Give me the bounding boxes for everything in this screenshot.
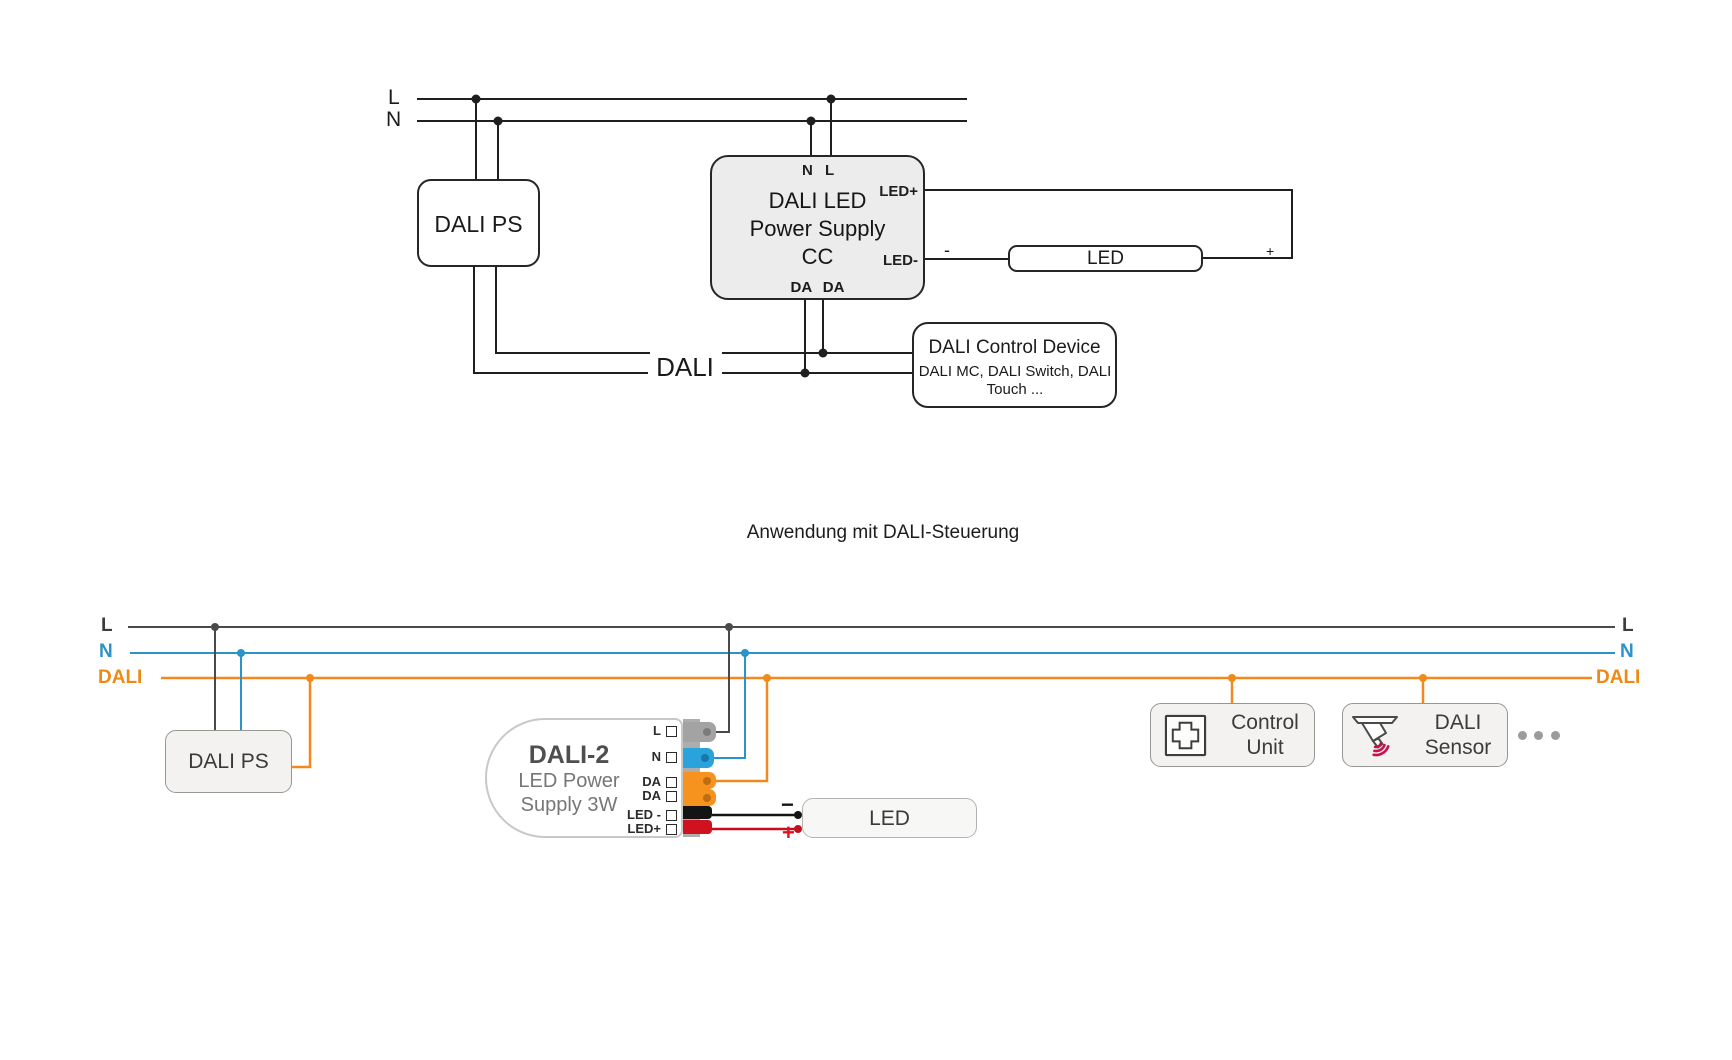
terminal-square-icon bbox=[666, 823, 677, 835]
top-dali-bus-lower-left bbox=[473, 267, 648, 374]
bottom-led-box: LED bbox=[802, 798, 977, 838]
clamp-da-2 bbox=[683, 789, 716, 806]
top-control-device-box: DALI Control Device DALI MC, DALI Switch… bbox=[912, 322, 1117, 408]
device-terminal-l-label: L bbox=[653, 723, 661, 738]
control-unit-label-line2: Unit bbox=[1246, 736, 1284, 759]
bottom-dali-ps-box: DALI PS bbox=[165, 730, 292, 793]
cross-square-icon bbox=[1163, 713, 1208, 758]
bottom-dali-label-right: DALI bbox=[1596, 667, 1641, 688]
psu-terminal-da-pair: DA DA bbox=[790, 279, 845, 296]
psu-terminal-led-plus: LED+ bbox=[879, 183, 918, 200]
bottom-minus-sign: − bbox=[781, 792, 794, 817]
terminal-square-icon bbox=[666, 725, 677, 737]
control-unit-label-line1: Control bbox=[1231, 711, 1299, 734]
clamp-led-minus bbox=[683, 806, 712, 819]
top-led-box: LED bbox=[1008, 245, 1203, 272]
bottom-led-label: LED bbox=[869, 807, 910, 830]
device-terminal-da1-label: DA bbox=[642, 774, 661, 789]
terminal-square-icon bbox=[666, 776, 677, 788]
top-led-label: LED bbox=[1087, 248, 1124, 269]
top-plus-sign: + bbox=[1266, 243, 1275, 259]
control-device-subtitle: DALI MC, DALI Switch, DALI Touch ... bbox=[918, 363, 1112, 398]
device-terminal-led-plus: LED+ bbox=[627, 822, 677, 836]
device-subtitle-line2: Supply 3W bbox=[520, 794, 618, 816]
terminal-square-icon bbox=[666, 790, 677, 802]
clamp-led-plus bbox=[683, 820, 712, 834]
bottom-dali-label-left: DALI bbox=[98, 667, 143, 688]
top-psu-box: N L DALI LED Power Supply CC LED+ LED- D… bbox=[710, 155, 925, 300]
bottom-n-label-left: N bbox=[99, 641, 113, 662]
device-terminal-led-minus: LED - bbox=[627, 808, 677, 822]
bottom-l-label-right: L bbox=[1622, 615, 1634, 636]
psu-terminal-l: L bbox=[825, 162, 835, 179]
dali2-device-body: DALI-2 LED Power Supply 3W bbox=[485, 718, 683, 838]
device-dali-wire bbox=[716, 678, 769, 783]
top-dali-ps-box: DALI PS bbox=[417, 179, 540, 267]
top-l-rail-label: L bbox=[388, 86, 400, 109]
control-device-title: DALI Control Device bbox=[928, 337, 1101, 358]
ceiling-sensor-icon bbox=[1351, 710, 1403, 760]
bottom-dali-ps-label: DALI PS bbox=[188, 750, 269, 773]
clamp-n bbox=[683, 748, 714, 768]
psu-name-line1: DALI LED bbox=[768, 188, 867, 213]
terminal-square-icon bbox=[666, 751, 677, 763]
top-minus-sign: - bbox=[944, 240, 950, 260]
device-terminal-led-minus-label: LED - bbox=[627, 807, 661, 822]
dali-sensor-label-line2: Sensor bbox=[1424, 736, 1492, 759]
device-n-wire bbox=[713, 653, 746, 759]
clamp-da-1 bbox=[683, 772, 716, 789]
psu-name-line2: Power Supply bbox=[749, 216, 886, 241]
bottom-l-label-left: L bbox=[101, 615, 113, 636]
control-unit-box: Control Unit bbox=[1150, 703, 1315, 767]
device-terminal-n: N bbox=[652, 750, 677, 764]
device-name: DALI-2 bbox=[528, 741, 610, 769]
dali-sensor-box: DALI Sensor bbox=[1342, 703, 1508, 767]
device-terminal-da2-label: DA bbox=[642, 788, 661, 803]
dali-sensor-label-line1: DALI bbox=[1434, 711, 1482, 734]
top-dali-bus-upper-left bbox=[495, 267, 650, 354]
bottom-daliPS-dali-wire bbox=[292, 678, 312, 769]
bottom-plus-sign: + bbox=[782, 820, 795, 845]
device-terminal-da1: DA bbox=[642, 775, 677, 789]
device-terminal-l: L bbox=[653, 724, 677, 738]
top-dali-ps-label: DALI PS bbox=[434, 211, 523, 237]
psu-name-line3: CC bbox=[801, 244, 834, 269]
device-terminal-led-plus-label: LED+ bbox=[627, 821, 661, 836]
device-subtitle-line1: LED Power bbox=[518, 770, 620, 792]
bottom-n-label-right: N bbox=[1620, 641, 1634, 662]
psu-terminal-n: N bbox=[802, 162, 813, 179]
device-l-wire bbox=[713, 627, 730, 733]
psu-terminal-led-minus: LED- bbox=[883, 252, 918, 269]
top-dali-bus-label: DALI bbox=[656, 352, 714, 382]
section-title: Anwendung mit DALI-Steuerung bbox=[746, 522, 1020, 543]
terminal-square-icon bbox=[666, 809, 677, 821]
top-n-rail-label: N bbox=[386, 108, 402, 131]
clamp-l bbox=[683, 722, 716, 742]
device-terminal-n-label: N bbox=[651, 749, 661, 764]
device-terminal-da2: DA bbox=[642, 789, 677, 803]
